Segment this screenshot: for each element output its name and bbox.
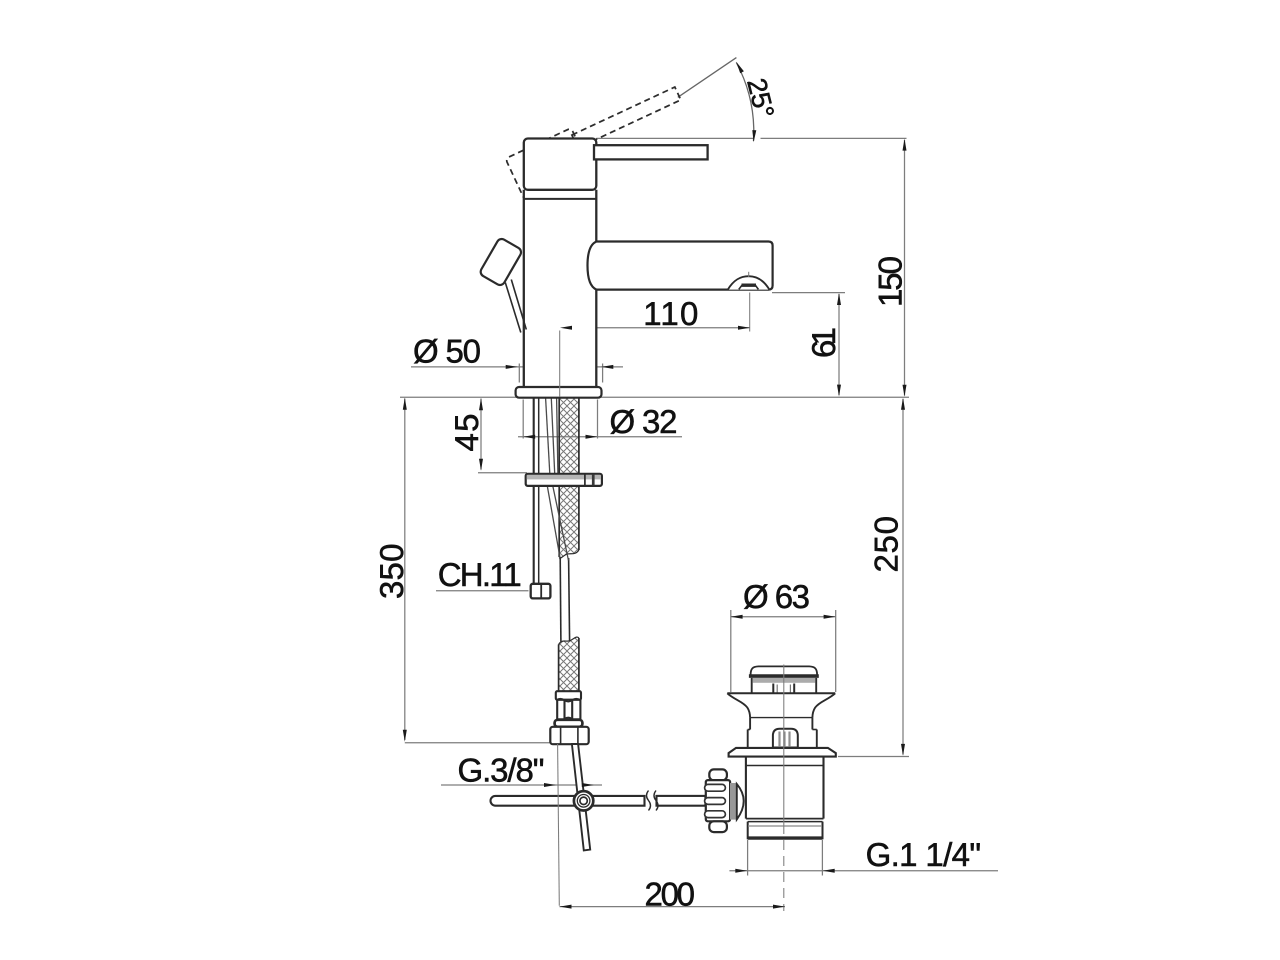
svg-text:CH.11: CH.11 xyxy=(438,556,522,593)
svg-text:45: 45 xyxy=(448,414,485,452)
svg-text:350: 350 xyxy=(373,544,410,600)
svg-text:110: 110 xyxy=(643,295,698,332)
svg-text:150: 150 xyxy=(872,256,909,307)
svg-text:Ø 63: Ø 63 xyxy=(743,578,810,615)
svg-text:Ø 50: Ø 50 xyxy=(413,333,481,370)
svg-text:200: 200 xyxy=(645,876,696,913)
svg-text:Ø 32: Ø 32 xyxy=(610,403,678,440)
svg-text:250: 250 xyxy=(868,516,905,573)
svg-text:G.3/8": G.3/8" xyxy=(458,751,545,788)
svg-text:G.1 1/4": G.1 1/4" xyxy=(866,836,982,873)
svg-text:61: 61 xyxy=(805,327,842,358)
